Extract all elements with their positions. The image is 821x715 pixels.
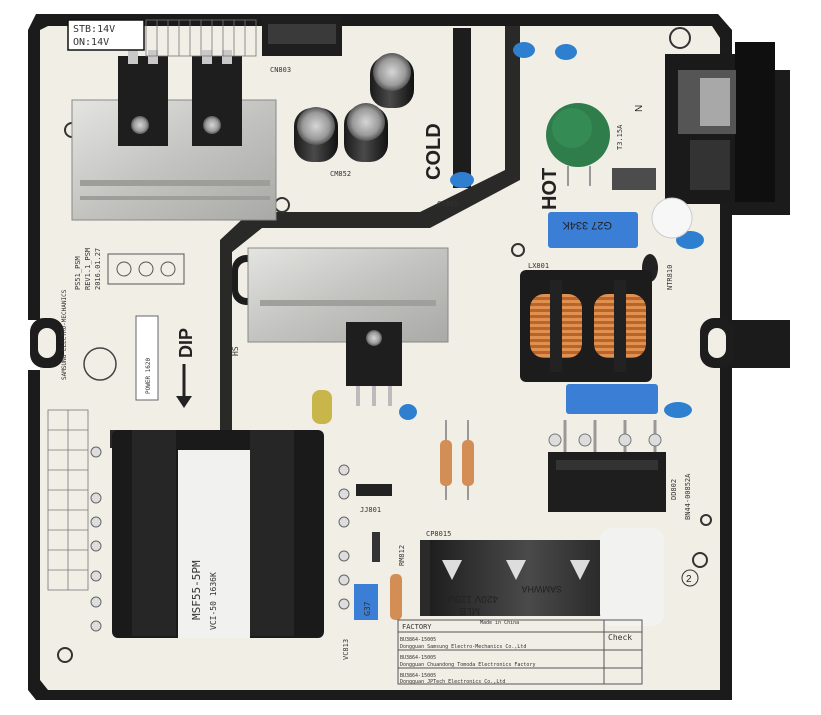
hs-label: HS: [231, 346, 240, 356]
connector-pin-table: [145, 19, 257, 57]
ac-inlet-connector: N: [634, 42, 775, 204]
circle-2-text: 2: [686, 574, 692, 585]
ntr-label: NTR810: [666, 265, 674, 290]
jumper: [356, 484, 392, 496]
small-electrolytic-caps: CM852: [294, 53, 414, 178]
vc-label: VC813: [342, 639, 350, 660]
check-label: Check: [608, 633, 632, 642]
bulk-electrolytic-capacitor: MLB 420V 120uF SAMWHA CP8015: [420, 528, 664, 626]
cn-label: CN803: [270, 66, 291, 74]
bridge-rectifier: DD802: [548, 420, 678, 512]
voltage-label-box: STB:14V ON:14V: [67, 19, 145, 51]
film-capacitor-x: G27 334K: [548, 212, 638, 248]
board-info-block: PS51_PSM REV1.1_PSM 2016.01.27 SAMSUNG E…: [61, 248, 185, 401]
pin-table-left: [47, 409, 89, 591]
bead: [651, 197, 693, 239]
made-in-text: Made in China: [480, 620, 519, 626]
small-cap-yellow: [312, 390, 332, 424]
diode: [372, 532, 380, 562]
factory-code-0: BU3864-15005: [400, 637, 436, 643]
fuse: [612, 168, 656, 190]
varistor: [546, 103, 610, 186]
rm-label: RM812: [398, 545, 406, 566]
sticker-code: POWER 1620: [145, 357, 152, 394]
xfmr-label-1: MSF55-5PM: [190, 560, 203, 620]
main-transformer: MSF55-5PM VCI-50 1636K: [112, 430, 324, 638]
part-no-text: BN44-00852A: [684, 473, 692, 520]
common-mode-choke: LX801: [520, 262, 652, 382]
connector-cn: CN803: [262, 16, 342, 74]
factory-title: FACTORY: [402, 623, 432, 631]
factory-row-0: Dongguan Samsung Electro-Mechanics Co.,L…: [400, 644, 526, 650]
n-mark: N: [634, 105, 645, 112]
cm852-label: CM852: [330, 170, 351, 178]
hot-label: HOT: [539, 168, 561, 210]
cold-label: COLD: [423, 123, 445, 180]
dd-label: DD802: [670, 479, 678, 500]
factory-code-1: BU3864-15005: [400, 655, 436, 661]
factory-code-2: BU3864-15005: [400, 673, 436, 679]
stb-text: STB:14V: [73, 24, 115, 35]
factory-row-1: Dongguan Chuandong Tomoda Electronics Fa…: [400, 662, 535, 668]
cap-brand: SAMWHA: [522, 584, 563, 594]
cv805-label: CV805: [437, 200, 458, 208]
resistors-vertical: [390, 420, 474, 620]
film-cap-label: G27 334K: [562, 219, 612, 231]
model-text: PS51_PSM: [74, 256, 82, 290]
factory-table: FACTORY BU3864-15005 Dongguan Samsung El…: [397, 619, 643, 685]
film-capacitor-small: G37 VC813: [342, 584, 378, 660]
lx801-label: LX801: [528, 262, 549, 270]
factory-row-2: Dongguan JPTech Electronics Co.,Ltd: [400, 679, 505, 685]
dip-marker: DIP: [176, 328, 196, 408]
maker-text: SAMSUNG ELECTRO-MECHANICS: [61, 289, 68, 380]
cp-label: CP8015: [426, 530, 451, 538]
jj-label: JJ801: [360, 506, 381, 514]
cap-label-1: MLB: [459, 605, 480, 616]
dip-label: DIP: [176, 328, 196, 358]
film-cap-label-2: G37: [363, 601, 372, 616]
heatsink-primary: HS: [231, 247, 449, 406]
y-capacitors: [399, 42, 704, 420]
on-text: ON:14V: [73, 37, 109, 48]
fuse-label: T3.15A: [616, 124, 624, 150]
rev-text: REV1.1_PSM: [84, 248, 92, 290]
film-capacitor-2: [566, 384, 658, 414]
cap-label-2: 420V 120uF: [444, 593, 499, 604]
heatsink-secondary: [71, 50, 277, 221]
xfmr-label-2: VCI-50 1636K: [209, 572, 218, 630]
date-text: 2016.01.27: [94, 248, 102, 290]
